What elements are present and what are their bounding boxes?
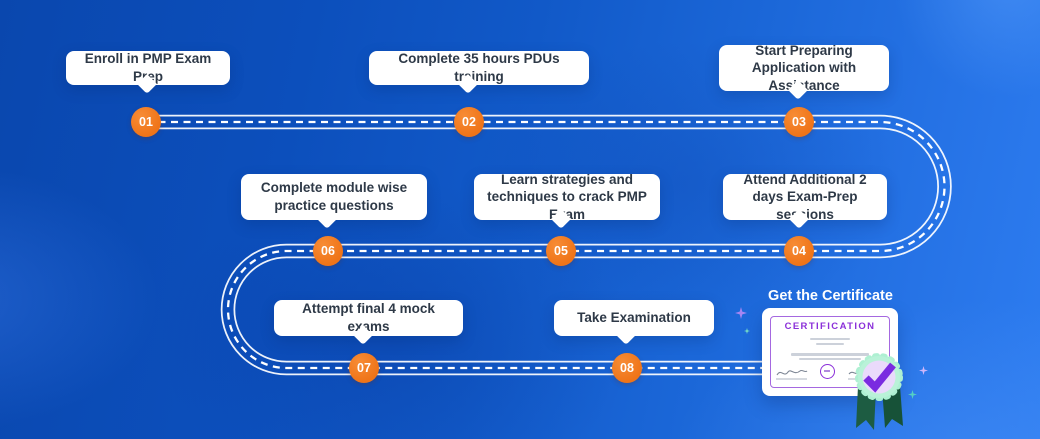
step-number: 06 bbox=[321, 244, 335, 258]
step-number: 02 bbox=[462, 115, 476, 129]
certificate-heading: Get the Certificate bbox=[768, 288, 893, 304]
step-dot-5: 05 bbox=[546, 236, 576, 266]
step-number: 08 bbox=[620, 361, 634, 375]
step-number: 04 bbox=[792, 244, 806, 258]
step-dot-7: 07 bbox=[349, 353, 379, 383]
seal-mark bbox=[824, 370, 830, 372]
step-number: 05 bbox=[554, 244, 568, 258]
sparkle-star-icon bbox=[919, 366, 928, 375]
callout-step-8: Take Examination bbox=[554, 300, 714, 345]
step-dot-1: 01 bbox=[131, 107, 161, 137]
step-dot-2: 02 bbox=[454, 107, 484, 137]
callout-step-4: Attend Additional 2 days Exam-Prep sessi… bbox=[723, 172, 887, 229]
callout-label: Complete 35 hours PDUs training bbox=[369, 51, 589, 85]
certificate-title: CERTIFICATION bbox=[784, 321, 876, 332]
sparkle-star-icon bbox=[908, 390, 917, 399]
callout-step-3: Start Preparing Application with Assista… bbox=[719, 43, 889, 100]
callout-label: Attend Additional 2 days Exam-Prep sessi… bbox=[723, 172, 887, 222]
step-number: 03 bbox=[792, 115, 806, 129]
callout-step-5: Learn strategies and techniques to crack… bbox=[474, 172, 660, 229]
signature-left-icon bbox=[776, 369, 808, 380]
callout-step-7: Attempt final 4 mock exams bbox=[274, 300, 463, 345]
step-number: 01 bbox=[139, 115, 153, 129]
step-number: 07 bbox=[357, 361, 371, 375]
verified-check-badge-icon bbox=[855, 353, 903, 401]
certificate-text-line bbox=[816, 343, 844, 345]
callout-step-2: Complete 35 hours PDUs training bbox=[369, 51, 589, 94]
callout-step-6: Complete module wise practice questions bbox=[241, 174, 427, 229]
road-dashed-centerline bbox=[146, 120, 946, 370]
step-dot-8: 08 bbox=[612, 353, 642, 383]
certificate-seal-icon bbox=[820, 364, 835, 379]
certificate-inner-border bbox=[770, 316, 890, 388]
step-dot-4: 04 bbox=[784, 236, 814, 266]
step-dot-6: 06 bbox=[313, 236, 343, 266]
callout-label: Learn strategies and techniques to crack… bbox=[474, 172, 660, 222]
callout-label: Take Examination bbox=[554, 300, 714, 336]
callout-label: Complete module wise practice questions bbox=[241, 174, 427, 220]
certificate-text-line bbox=[791, 353, 869, 356]
certificate-text-line bbox=[799, 357, 861, 360]
callout-step-1: Enroll in PMP Exam Prep bbox=[66, 51, 230, 94]
callout-label: Start Preparing Application with Assista… bbox=[719, 43, 889, 93]
sparkle-star-icon bbox=[744, 328, 750, 334]
certificate-text-line bbox=[810, 338, 850, 340]
step-dot-3: 03 bbox=[784, 107, 814, 137]
